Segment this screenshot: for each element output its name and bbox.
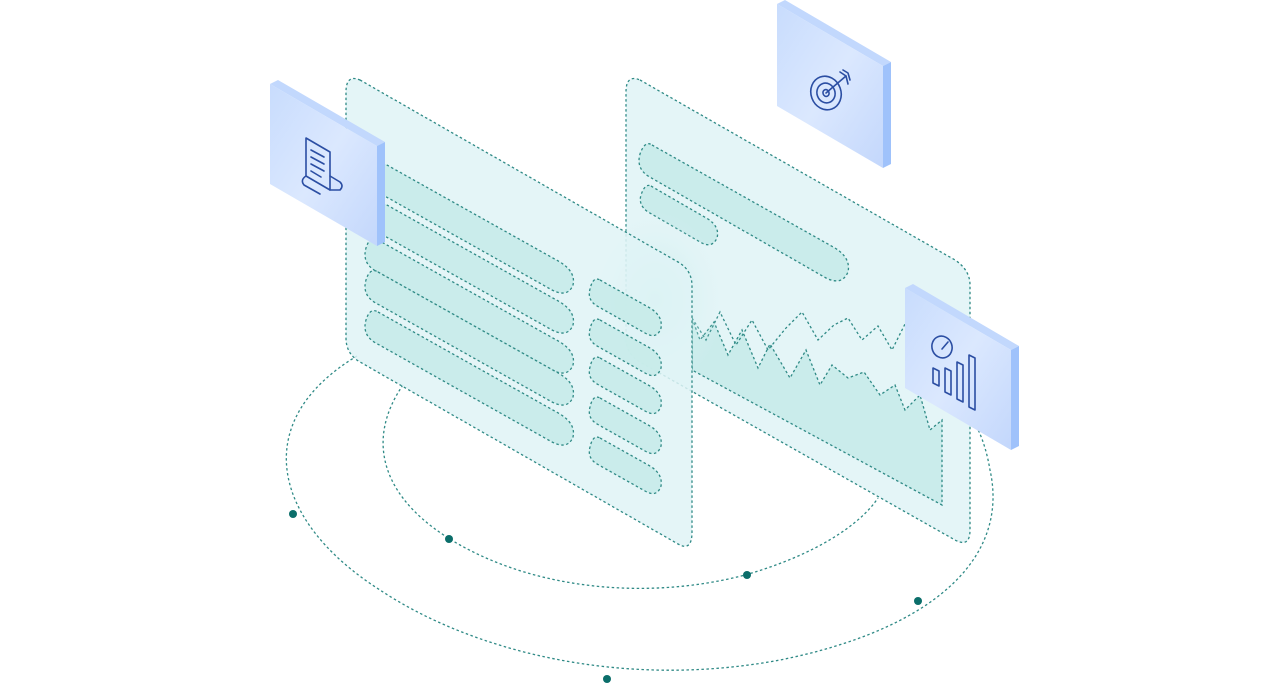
list-value-bar <box>588 356 662 415</box>
gauge-chart-icon <box>931 335 976 411</box>
list-value-bar <box>588 436 662 495</box>
document-tile <box>270 80 385 246</box>
inner-orbit <box>382 384 879 589</box>
orbit-dot <box>289 510 297 518</box>
document-icon <box>301 137 343 195</box>
target-tile <box>777 0 891 168</box>
orbit-rings <box>285 355 994 683</box>
orbit-dot <box>743 571 751 579</box>
list-value-bar <box>588 396 662 455</box>
list-value-bar <box>588 278 662 337</box>
list-row-bar <box>364 269 575 406</box>
list-panel <box>345 77 693 547</box>
target-icon <box>809 69 851 111</box>
orbit-dot <box>603 675 611 683</box>
list-row-bar <box>364 309 575 446</box>
outer-orbit <box>285 355 994 671</box>
orbit-dot <box>914 597 922 605</box>
orbit-dot <box>445 535 453 543</box>
chart-title-bar <box>638 143 850 282</box>
gauge-tile <box>905 284 1019 450</box>
list-value-bar <box>588 318 662 377</box>
